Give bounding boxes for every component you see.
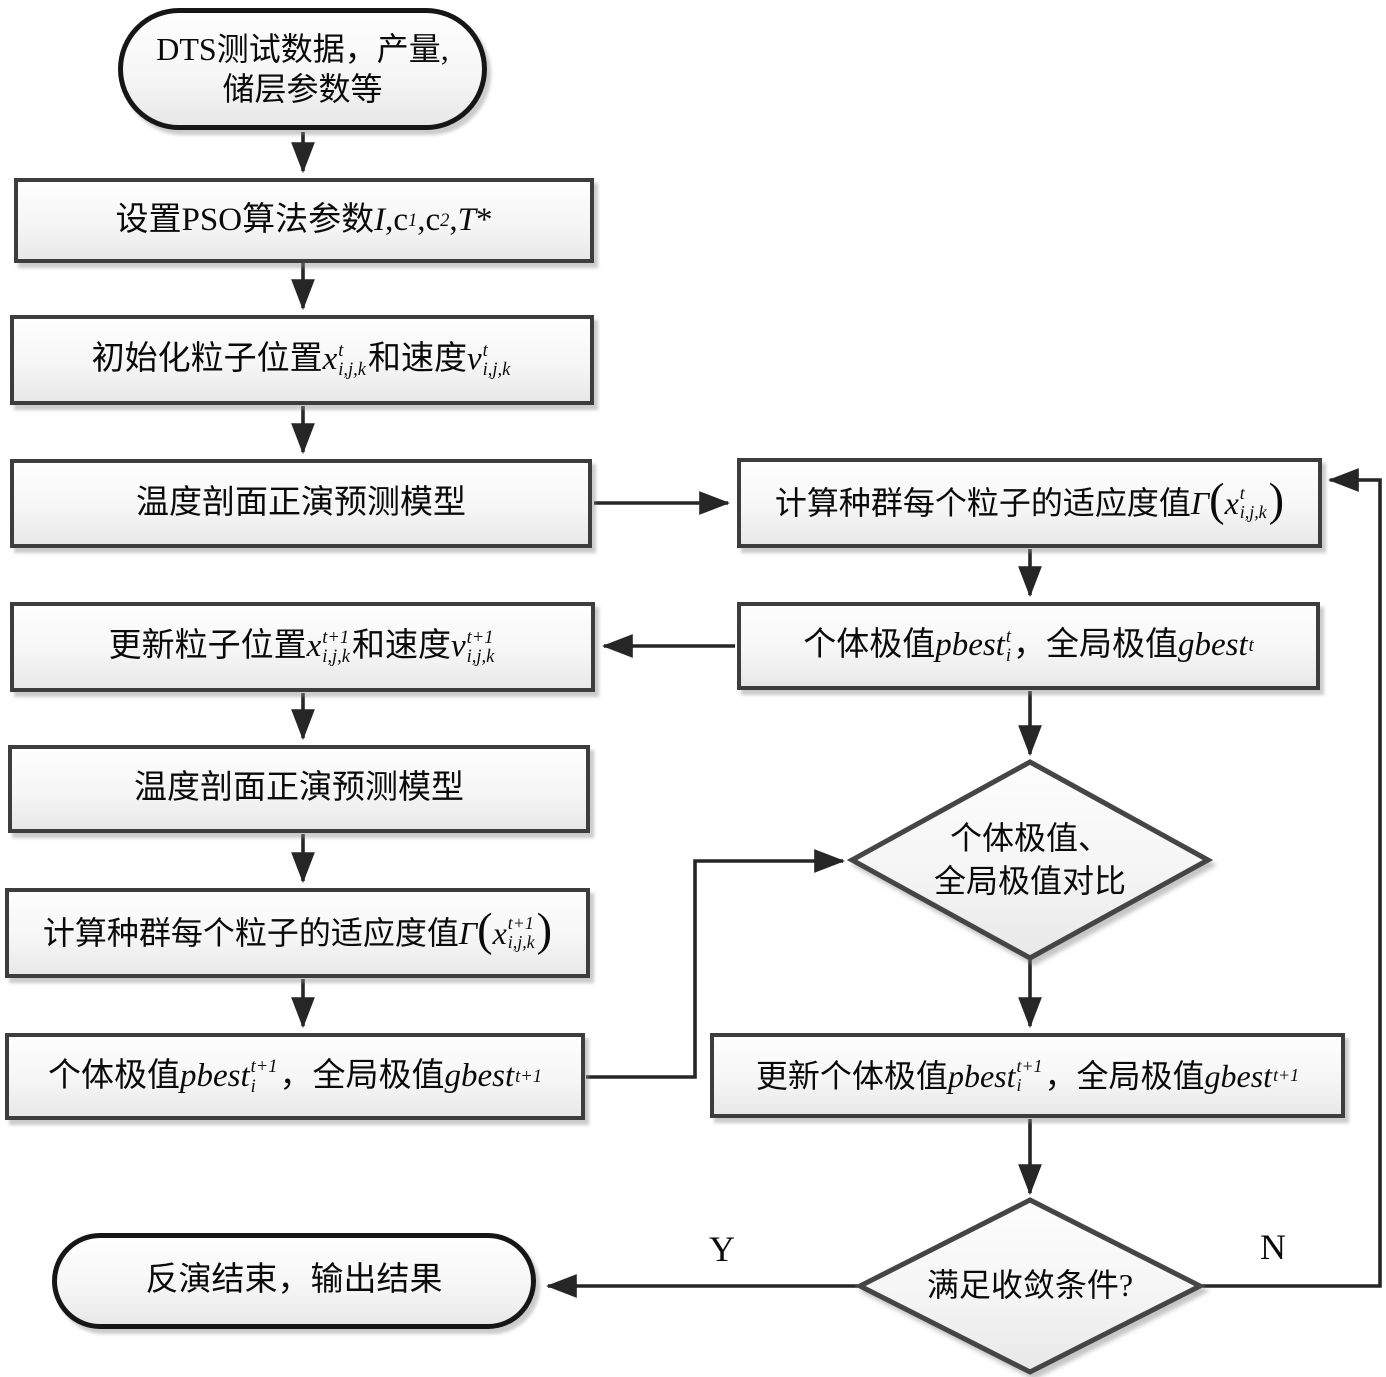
start-line1: DTS测试数据，产量, <box>156 31 449 67</box>
forward1-text: 温度剖面正演预测模型 <box>136 484 466 521</box>
node-compare-diamond-label: 个体极值、 全局极值对比 <box>880 790 1180 930</box>
edge-label-no: N <box>1260 1227 1286 1267</box>
node-converge-diamond-label: 满足收敛条件? <box>880 1226 1180 1346</box>
forward2-text: 温度剖面正演预测模型 <box>134 770 464 807</box>
node-end-terminator: 反演结束，输出结果 <box>52 1233 536 1329</box>
compare-line1: 个体极值、 <box>949 819 1110 856</box>
diamond-converge <box>854 1197 1206 1375</box>
left-paren: ( <box>1209 475 1225 527</box>
diamond-compare <box>846 759 1214 961</box>
converge-text: 满足收敛条件? <box>926 1267 1134 1304</box>
right-paren: ) <box>536 905 553 957</box>
arrow-pbest1-to-compare <box>586 849 846 1079</box>
right-paren: ) <box>1268 475 1285 527</box>
node-forward-model-1: 温度剖面正演预测模型 <box>10 459 592 548</box>
left-paren: ( <box>477 905 493 957</box>
edge-label-yes: Y <box>709 1229 735 1269</box>
compare-line2: 全局极值对比 <box>933 863 1126 899</box>
arrow-converge-no-loopback <box>1202 468 1382 1288</box>
start-line2: 储层参数等 <box>222 71 383 107</box>
node-start-terminator: DTS测试数据，产量, 储层参数等 <box>118 8 487 130</box>
node-forward-model-2: 温度剖面正演预测模型 <box>8 745 590 833</box>
end-text: 反演结束，输出结果 <box>145 1262 443 1299</box>
